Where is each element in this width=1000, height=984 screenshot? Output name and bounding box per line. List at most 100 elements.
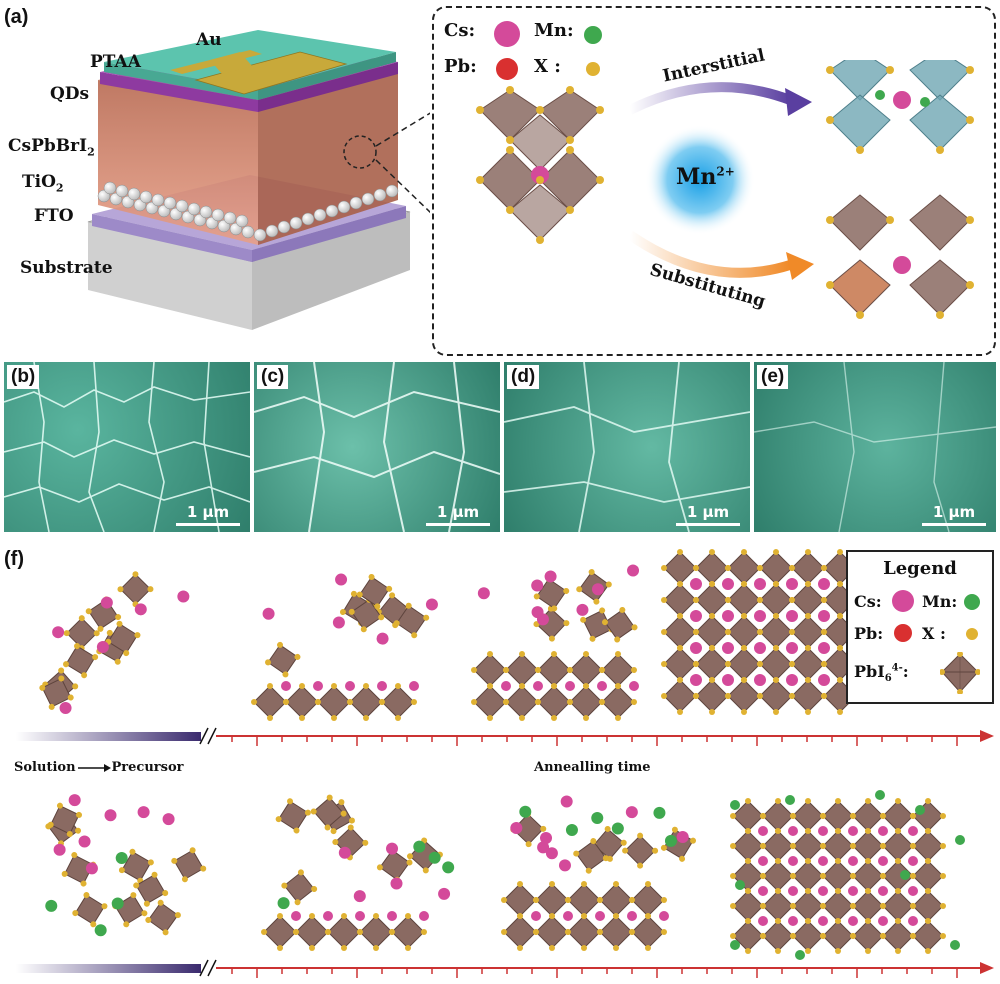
mn-ion: [664, 834, 677, 847]
octahedron: [379, 683, 417, 721]
cs-ion: [137, 806, 150, 819]
cs-ion: [676, 831, 689, 844]
cs-ion: [659, 911, 669, 921]
cs-ion: [754, 578, 766, 590]
cs-ion: [818, 916, 828, 926]
cs-ion: [85, 862, 98, 875]
label-fto: FTO: [34, 206, 74, 226]
mn-ion: [735, 880, 745, 890]
octahedron: [118, 848, 154, 884]
cs-ion: [848, 856, 858, 866]
octahedron: [471, 651, 509, 689]
cs-ion: [345, 681, 355, 691]
cs-ion: [162, 813, 175, 826]
octahedron: [62, 643, 99, 679]
panel-a-label: (a): [4, 6, 29, 28]
mn-ion-label: Mn2+: [676, 164, 735, 190]
doping-inset: [432, 6, 996, 356]
cs-ion: [501, 681, 511, 691]
arrow-right-icon: [77, 763, 111, 772]
cs-ion: [560, 795, 573, 808]
octahedron: [283, 683, 321, 721]
inset-structures-svg: [476, 49, 974, 319]
cs-ion: [786, 610, 798, 622]
octahedron: [730, 918, 766, 954]
mn-ion: [730, 800, 740, 810]
cs-ion: [477, 587, 490, 600]
octahedron: [325, 913, 363, 951]
cs-ion: [387, 911, 397, 921]
cs-ion: [78, 835, 91, 848]
legend-mn: Mn:: [534, 20, 574, 41]
cs-ion: [104, 809, 117, 822]
cs-ion: [591, 583, 604, 596]
cs-ion: [59, 701, 72, 714]
cs-ion: [338, 846, 351, 859]
cs-ion: [376, 632, 389, 645]
label-substrate: Substrate: [20, 258, 113, 278]
cs-ion: [627, 911, 637, 921]
cs-ion: [563, 911, 573, 921]
cs-ion: [818, 642, 830, 654]
cs-ion: [690, 642, 702, 654]
mn-ion: [653, 806, 666, 819]
octahedron: [133, 871, 169, 907]
cs-ion: [419, 911, 429, 921]
cs-ion: [353, 890, 366, 903]
cs-ion: [540, 831, 553, 844]
cs-ion: [908, 826, 918, 836]
octahedron: [389, 913, 427, 951]
cs-ion: [908, 886, 918, 896]
legend-title: Legend: [883, 558, 957, 579]
cs-ion: [788, 856, 798, 866]
cs-ion: [786, 674, 798, 686]
cs-ion: [848, 886, 858, 896]
cs-ion: [722, 578, 734, 590]
cs-ion: [786, 642, 798, 654]
sem-panel-c: (c) 1 μm: [254, 362, 500, 532]
mn-ion: [519, 805, 532, 818]
device-stack-diagram: [0, 0, 433, 350]
cs-ion: [576, 603, 589, 616]
mn-ion: [428, 851, 441, 864]
octahedron: [264, 641, 301, 678]
inset-structures: [440, 49, 990, 350]
cs-ion: [134, 603, 147, 616]
octahedron: [117, 571, 154, 608]
cs-ion: [262, 607, 275, 620]
mn-ion: [442, 861, 455, 874]
legend-x: X :: [534, 56, 561, 77]
cs-ion: [788, 886, 798, 896]
legend-box: Legend Cs: Mn: Pb: X : PbI64-:: [846, 550, 994, 704]
cs-ion: [690, 578, 702, 590]
scale-bar-c: 1 μm: [426, 503, 490, 526]
mn-ion: [611, 822, 624, 835]
cs-ion: [425, 598, 438, 611]
crystallization-svg: [16, 549, 994, 978]
scale-bar-d: 1 μm: [676, 503, 740, 526]
axis-break-mark: [199, 727, 209, 745]
cs-ion: [355, 911, 365, 921]
octahedron: [47, 802, 83, 837]
pb-swatch-icon: [496, 58, 518, 80]
legend-cs-label: Cs:: [854, 592, 882, 611]
mn-ion: [45, 899, 58, 912]
label-tio2: TiO2: [22, 172, 64, 195]
octahedron: [348, 596, 385, 633]
cs-ion: [531, 579, 544, 592]
octahedron: [629, 881, 667, 919]
octahedron: [880, 918, 916, 954]
legend-pb-label: Pb:: [854, 624, 884, 643]
cs-ion: [818, 674, 830, 686]
cs-ion: [722, 674, 734, 686]
cs-ion: [758, 916, 768, 926]
octahedron: [63, 615, 100, 652]
crystallization-schematic: [0, 540, 1000, 980]
octahedron: [356, 573, 393, 610]
cs-ion: [878, 856, 888, 866]
octahedron: [573, 838, 609, 874]
cs-ion: [690, 610, 702, 622]
scale-bar-e: 1 μm: [922, 503, 986, 526]
cs-ion: [758, 856, 768, 866]
panel-c-label: (c): [257, 365, 289, 389]
